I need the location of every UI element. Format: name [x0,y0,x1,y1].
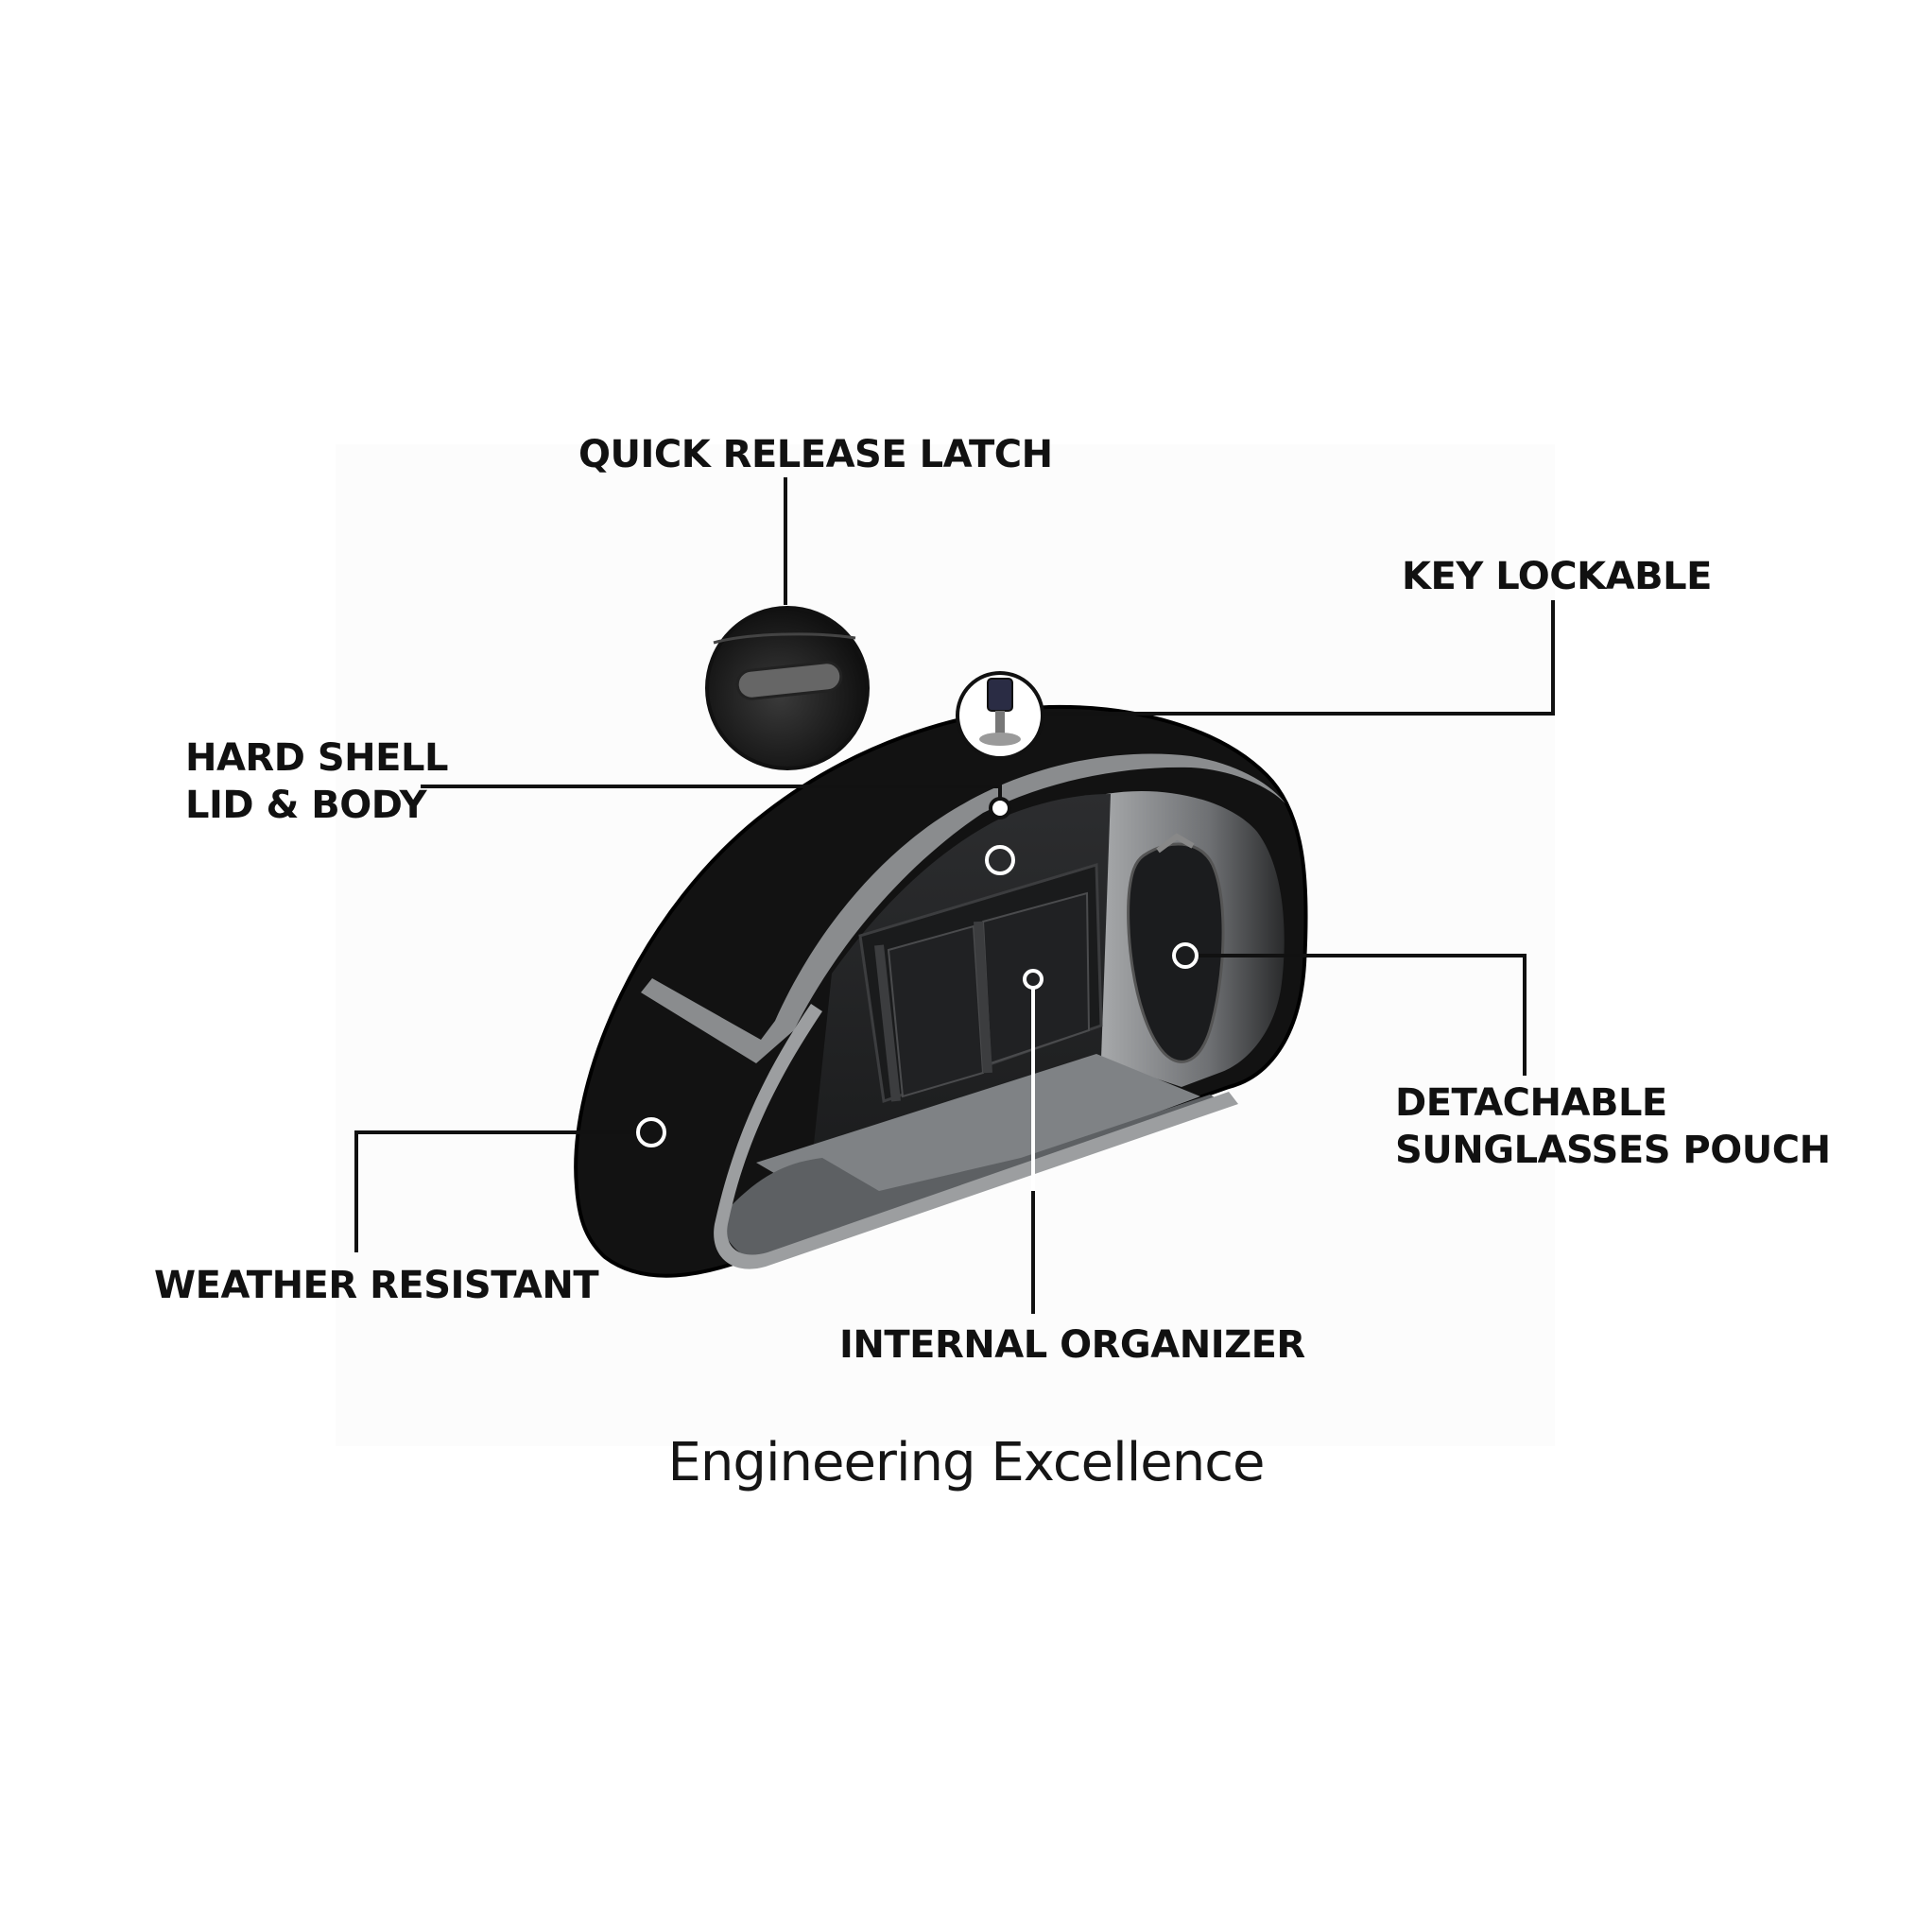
lower-trim-edge [714,1004,1238,1269]
latch-detail-icon [705,606,870,770]
key-lock-icon [956,671,1044,760]
detachable-label-line2: SUNGLASSES POUCH [1395,1129,1831,1172]
key-lock-leader-line [1043,600,1555,716]
floor-lip [718,1095,1229,1260]
caption-title: Engineering Excellence [667,1432,1266,1493]
hard-shell-label-line2: LID & BODY [185,784,427,827]
interior-floor [756,1054,1200,1200]
pouch-marker [1172,942,1199,969]
organizer-marker [1023,969,1044,990]
quick-release-latch-label: QUICK RELEASE LATCH [578,433,1053,476]
internal-organizer-label: INTERNAL ORGANIZER [839,1323,1305,1367]
weather-resistant-marker [636,1117,666,1147]
organizer-divider-2 [974,921,992,1074]
pouch-leader-line [1199,954,1527,1076]
weather-resistant-leader-line [354,1130,638,1252]
key-lockable-label: KEY LOCKABLE [1402,555,1712,598]
hard-shell-marker [989,797,1011,819]
hard-shell-label-line1: HARD SHELL [185,736,448,780]
weather-resistant-label: WEATHER RESISTANT [154,1264,599,1307]
organizer-divider-1 [874,944,901,1102]
lid-trim-band [641,753,1285,1063]
lid-marker [985,845,1015,875]
detachable-label-line1: DETACHABLE [1395,1081,1667,1125]
organizer-pocket-1 [887,924,985,1098]
